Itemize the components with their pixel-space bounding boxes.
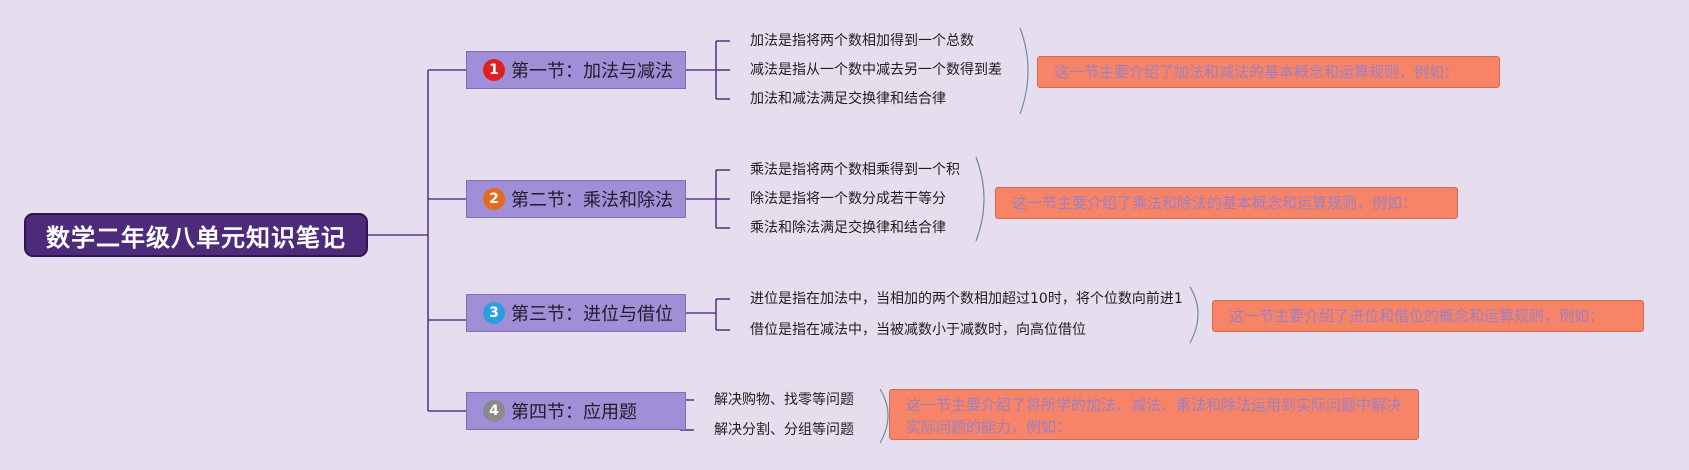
leaf-item[interactable]: 解决分割、分组等问题 (714, 422, 854, 438)
number-badge-icon: 2 (483, 188, 505, 210)
leaf-item[interactable]: 除法是指将一个数分成若干等分 (750, 191, 946, 207)
summary-brace (1189, 286, 1199, 344)
summary-brace (1019, 27, 1029, 115)
leaf-item[interactable]: 解决购物、找零等问题 (714, 392, 854, 408)
number-badge-icon: 1 (483, 59, 505, 81)
root-topic[interactable]: 数学二年级八单元知识笔记 (24, 213, 368, 257)
number-badge-icon: 4 (483, 400, 505, 422)
summary-note[interactable]: 这一节主要介绍了乘法和除法的基本概念和运算规则，例如： (995, 187, 1458, 219)
leaf-item[interactable]: 乘法和除法满足交换律和结合律 (750, 220, 946, 236)
section-title: 第一节：加法与减法 (511, 61, 673, 82)
section-title: 第二节：乘法和除法 (511, 190, 673, 211)
summary-note[interactable]: 这一节主要介绍了进位和借位的概念和运算规则，例如： (1212, 300, 1644, 332)
summary-brace (879, 388, 889, 444)
section-title: 第四节：应用题 (511, 402, 637, 423)
summary-note[interactable]: 这一节主要介绍了加法和减法的基本概念和运算规则，例如： (1037, 56, 1500, 88)
leaf-item[interactable]: 乘法是指将两个数相乘得到一个积 (750, 162, 960, 178)
summary-note[interactable]: 这一节主要介绍了将所学的加法、减法、乘法和除法运用到实际问题中解决实际问题的能力… (889, 389, 1419, 440)
section-title: 第三节：进位与借位 (511, 304, 673, 325)
leaf-item[interactable]: 借位是指在减法中，当被减数小于减数时，向高位借位 (750, 322, 1086, 338)
leaf-item[interactable]: 进位是指在加法中，当相加的两个数相加超过10时，将个位数向前进1 (750, 291, 1183, 307)
section-node[interactable]: 1 第一节：加法与减法 (466, 51, 686, 89)
summary-brace (975, 156, 985, 242)
section-node[interactable]: 3 第三节：进位与借位 (466, 294, 686, 332)
leaf-item[interactable]: 减法是指从一个数中减去另一个数得到差 (750, 62, 1002, 78)
section-node[interactable]: 2 第二节：乘法和除法 (466, 180, 686, 218)
leaf-item[interactable]: 加法是指将两个数相加得到一个总数 (750, 33, 974, 49)
section-node[interactable]: 4 第四节：应用题 (466, 392, 686, 430)
leaf-item[interactable]: 加法和减法满足交换律和结合律 (750, 91, 946, 107)
number-badge-icon: 3 (483, 302, 505, 324)
